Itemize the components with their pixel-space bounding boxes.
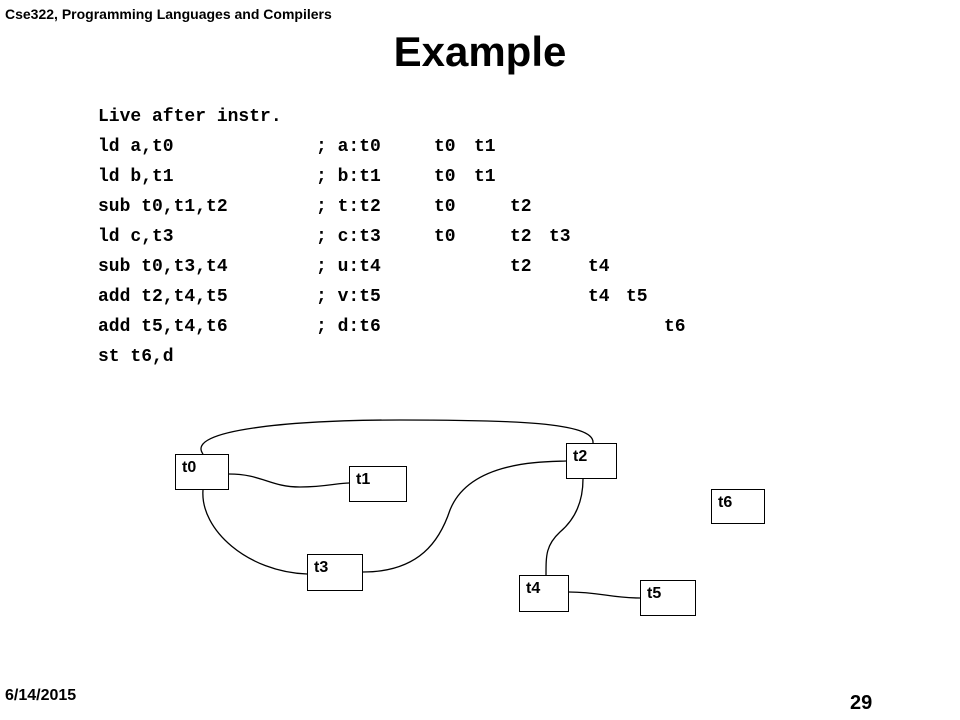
node-t5: t5 [640, 580, 696, 616]
node-t1: t1 [349, 466, 407, 502]
instruction: ld c,t3 [98, 227, 174, 247]
live-t0: t0 [434, 167, 456, 187]
live-t2: t2 [510, 227, 532, 247]
code-line-6: add t2,t4,t5 ; v:t5 t4 t5 [98, 285, 648, 315]
code-line-3: sub t0,t1,t2 ; t:t2 t0 t2 [98, 195, 532, 225]
code-heading: Live after instr. [98, 107, 282, 127]
edge-t4-t5 [568, 591, 641, 599]
code-line-8: st t6,d [98, 345, 282, 375]
mapping-comment: ; t:t2 [316, 197, 381, 217]
live-t2: t2 [510, 197, 532, 217]
instruction: ld b,t1 [98, 167, 174, 187]
mapping-comment: ; d:t6 [316, 317, 381, 337]
edge-t0-t3 [202, 489, 308, 575]
node-t6: t6 [711, 489, 765, 524]
edge-t0-t1 [228, 473, 350, 488]
course-header: Cse322, Programming Languages and Compil… [5, 6, 332, 22]
instruction: add t2,t4,t5 [98, 287, 228, 307]
live-t5: t5 [626, 287, 648, 307]
node-t3: t3 [307, 554, 363, 591]
mapping-comment: ; u:t4 [316, 257, 381, 277]
page-number: 29 [850, 692, 873, 714]
node-t0: t0 [175, 454, 229, 490]
code-listing: Live after instr. ld a,t0 ; a:t0 t0 t1 l… [98, 105, 686, 375]
code-line-1: ld a,t0 ; a:t0 t0 t1 [98, 135, 496, 165]
instruction: ld a,t0 [98, 137, 174, 157]
node-t4: t4 [519, 575, 569, 612]
instruction: add t5,t4,t6 [98, 317, 228, 337]
live-t0: t0 [434, 227, 456, 247]
live-t4: t4 [588, 287, 610, 307]
instruction: st t6,d [98, 347, 174, 367]
instruction: sub t0,t3,t4 [98, 257, 228, 277]
instruction: sub t0,t1,t2 [98, 197, 228, 217]
live-t3: t3 [549, 227, 571, 247]
code-line-2: ld b,t1 ; b:t1 t0 t1 [98, 165, 496, 195]
code-line-5: sub t0,t3,t4 ; u:t4 t2 t4 [98, 255, 610, 285]
live-t2: t2 [510, 257, 532, 277]
code-line-7: add t5,t4,t6 ; d:t6 t6 [98, 315, 686, 345]
mapping-comment: ; c:t3 [316, 227, 381, 247]
mapping-comment: ; a:t0 [316, 137, 381, 157]
mapping-comment: ; v:t5 [316, 287, 381, 307]
edge-t0-t2 [200, 419, 594, 455]
slide-title: Example [393, 28, 567, 75]
edge-t2-t4 [545, 478, 584, 576]
live-t4: t4 [588, 257, 610, 277]
mapping-comment: ; b:t1 [316, 167, 381, 187]
footer-date: 6/14/2015 [5, 687, 77, 704]
node-t2: t2 [566, 443, 617, 479]
live-t1: t1 [474, 137, 496, 157]
edge-t3-t2 [362, 460, 567, 573]
code-line-4: ld c,t3 ; c:t3 t0 t2 t3 [98, 225, 571, 255]
live-t0: t0 [434, 197, 456, 217]
live-t6: t6 [664, 317, 686, 337]
live-t1: t1 [474, 167, 496, 187]
live-t0: t0 [434, 137, 456, 157]
